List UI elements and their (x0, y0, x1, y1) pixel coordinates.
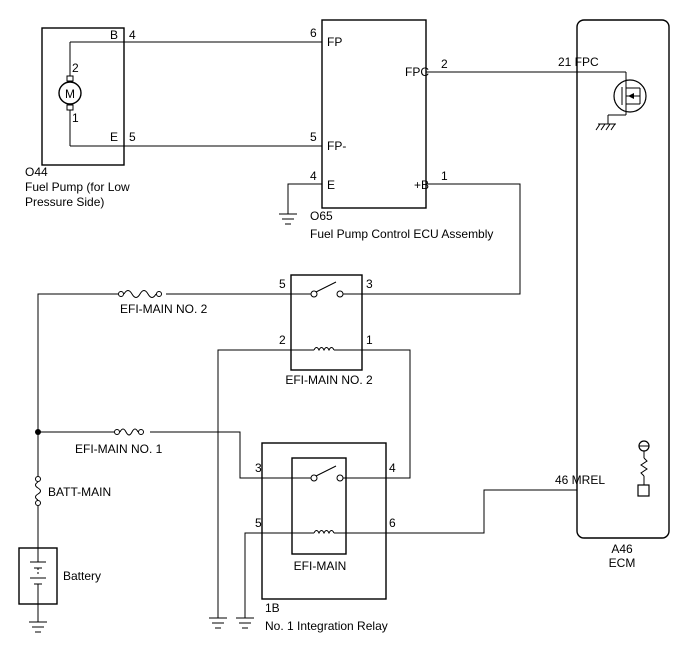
int-relay-pin6: 6 (389, 516, 396, 530)
ecu-plusb-num: 1 (441, 169, 448, 183)
mrel-pullup-icon (637, 440, 650, 497)
relay-efi-main-no2-box (290, 274, 363, 371)
motor-pin-1: 1 (72, 111, 79, 125)
ecm-fpc-label: 21 FPC (558, 55, 599, 69)
ground-icon (29, 621, 47, 633)
ground-icon (209, 617, 227, 629)
int-relay-pin5: 5 (255, 516, 262, 530)
pump-pin-e-num: 5 (129, 130, 136, 144)
fuse-efi-main-no2-label: EFI-MAIN NO. 2 (120, 302, 208, 316)
ecu-e-num: 4 (310, 169, 317, 183)
efi-main-coil-icon (313, 530, 335, 535)
ecm-box (576, 19, 670, 539)
relay2-switch-icon (315, 281, 337, 293)
ecu-fpc-num: 2 (441, 57, 448, 71)
fuse-batt-main: BATT-MAIN (35, 476, 111, 506)
mosfet-icon (607, 72, 647, 124)
fuel-pump: M 2 1 B 4 E 5 O44 Fuel Pump (for Low Pre… (25, 27, 136, 209)
integration-relay-name: No. 1 Integration Relay (265, 619, 388, 633)
ground-icon (236, 617, 254, 629)
ecu-fp-name: FP (327, 35, 342, 49)
fuse-efi-main-no2: EFI-MAIN NO. 2 (118, 290, 208, 316)
ecm-name: ECM (609, 556, 636, 570)
motor-icon (58, 81, 82, 105)
fuel-pump-name-1: Fuel Pump (for Low (25, 180, 130, 194)
efi-main-switch-icon (315, 465, 337, 477)
relay2-name: EFI-MAIN NO. 2 (285, 373, 373, 387)
fpc-ecu-name: Fuel Pump Control ECU Assembly (310, 227, 493, 241)
pump-pin-e-name: E (110, 130, 118, 144)
fpc-ecu-box (321, 19, 427, 209)
pump-pin-b-name: B (110, 28, 118, 42)
ecm-id: A46 (611, 542, 633, 556)
relay-efi-main-no2: 5 3 2 1 EFI-MAIN NO. 2 (279, 274, 373, 387)
fuse-efi-main-no1-label: EFI-MAIN NO. 1 (75, 442, 163, 456)
fuel-pump-id: O44 (25, 165, 48, 179)
battery-label: Battery (63, 569, 101, 583)
battery: Battery (18, 547, 101, 622)
relay2-coil-icon (313, 347, 335, 352)
junction-dot (35, 429, 41, 435)
relay2-pin3: 3 (366, 277, 373, 291)
fuse-efi-main-no1: EFI-MAIN NO. 1 (75, 428, 163, 456)
fuse-batt-main-label: BATT-MAIN (48, 485, 111, 499)
fuel-pump-control-ecu: 6 FP 5 FP- 4 E FPC 2 +B 1 O65 Fuel Pump … (310, 19, 493, 241)
integration-relay: 3 4 5 6 EFI-MAIN 1B No. 1 Integration Re… (240, 442, 484, 633)
fuel-pump-box (41, 27, 125, 166)
ecu-fpm-num: 5 (310, 130, 317, 144)
wire-ecu-ground (287, 183, 322, 214)
pump-pin-b-num: 4 (129, 28, 136, 42)
ecu-fpm-name: FP- (327, 139, 346, 153)
ecu-plusb-name: +B (414, 178, 429, 192)
fpc-ecu-id: O65 (310, 209, 333, 223)
ecu-e-name: E (327, 178, 335, 192)
wire-efi-main-no2-feed (37, 293, 291, 432)
fuel-pump-name-2: Pressure Side) (25, 195, 104, 209)
wire-relay2-coil-ground (217, 349, 291, 618)
motor-label: M (65, 87, 75, 101)
ground-icon (279, 213, 297, 225)
motor-pin-2: 2 (72, 61, 79, 75)
fuse-icon (123, 290, 157, 298)
ecu-fp-num: 6 (310, 26, 317, 40)
fuse-icon (119, 428, 139, 436)
chassis-ground-icon (595, 123, 616, 131)
ecu-fpc-name: FPC (405, 65, 429, 79)
ecm-mrel-label: 46 MREL (555, 473, 605, 487)
ecm: 21 FPC (555, 19, 670, 570)
integration-relay-id: 1B (265, 601, 280, 615)
relay2-pin5: 5 (279, 277, 286, 291)
int-relay-pin3: 3 (255, 461, 262, 475)
efi-main-relay-name: EFI-MAIN (294, 559, 347, 573)
relay2-pin2: 2 (279, 333, 286, 347)
wire-plus-b (291, 183, 521, 295)
int-relay-pin4: 4 (389, 461, 396, 475)
fuse-icon (35, 481, 41, 501)
efi-main-relay-box (291, 457, 347, 555)
relay2-pin1: 1 (366, 333, 373, 347)
